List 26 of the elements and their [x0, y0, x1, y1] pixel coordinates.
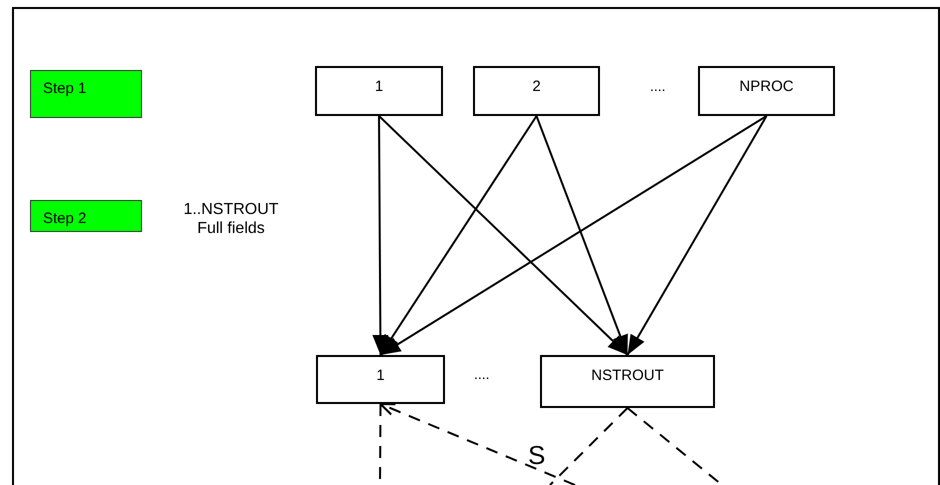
process-box: [698, 66, 835, 116]
box-label: 2: [532, 78, 541, 95]
letter-label: S: [528, 440, 546, 471]
dashed-line: [549, 407, 628, 485]
ellipsis-text: ....: [474, 366, 490, 382]
box-label: NSTROUT: [591, 367, 664, 384]
step-box: [30, 200, 142, 232]
process-box: [473, 66, 600, 116]
arrow: [380, 115, 768, 356]
arrow: [536, 116, 628, 356]
arrow: [378, 115, 628, 356]
process-box: [316, 355, 445, 404]
box-label: 1: [374, 78, 384, 95]
ellipsis-text: ....: [650, 78, 666, 94]
box-label: NPROC: [739, 78, 794, 95]
step-box: [30, 70, 142, 118]
process-box: [315, 66, 443, 116]
box-label: Step 1: [43, 80, 86, 97]
dashed-line: [379, 402, 576, 485]
box-label: Step 2: [43, 210, 86, 227]
note-text: 1..NSTROUT Full fields: [182, 200, 280, 238]
box-label: 1: [376, 367, 385, 384]
process-box: [540, 355, 715, 408]
arrow: [372, 116, 388, 355]
arrow: [380, 115, 538, 356]
arrow: [626, 116, 768, 356]
